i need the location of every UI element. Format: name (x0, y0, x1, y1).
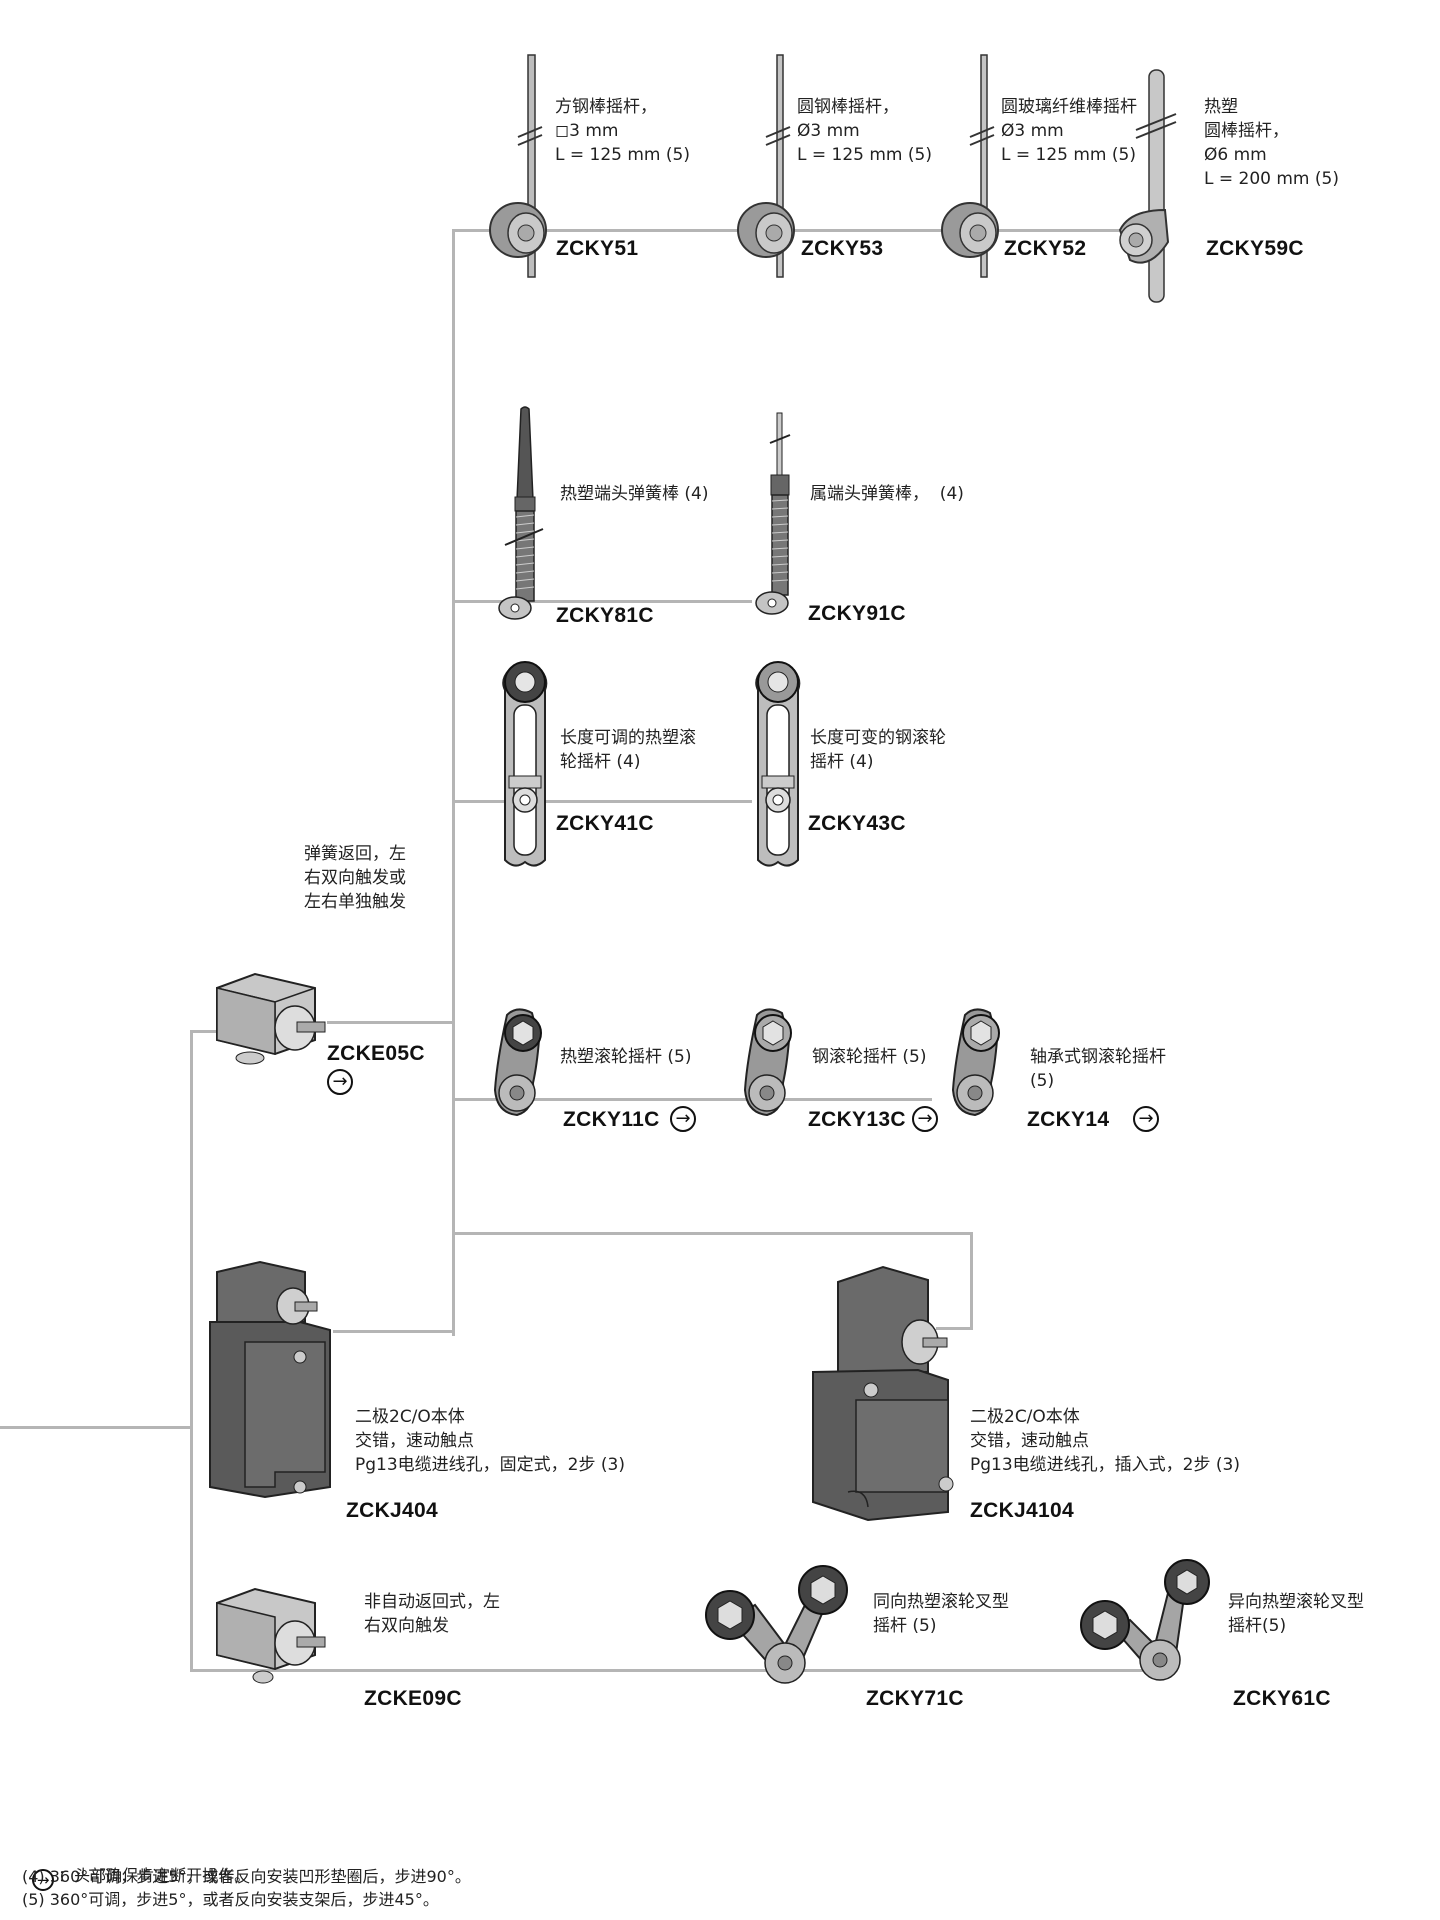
row1-connector-line (452, 229, 1167, 232)
left-trunk-line (190, 1030, 193, 1672)
zcky59c-description: 热塑 圆棒摇杆， Ø6 mm L = 200 mm (5) (1204, 97, 1339, 189)
zcky81c-description: 热塑端头弹簧棒 (4) (560, 484, 709, 504)
zcky11c-description: 热塑滚轮摇杆 (5) (560, 1047, 692, 1067)
zckj404-code: ZCKJ404 (346, 1499, 438, 1522)
adjustable-thermoplastic-roller-lever-image[interactable] (495, 660, 555, 885)
positive-opening-legend-icon: → (32, 1869, 55, 1891)
zcky59c-code: ZCKY59C (1206, 237, 1304, 260)
footnote-4: (4) 360°可调，步进5°，或者反向安装凹形垫圈后，步进90°。 (22, 1867, 471, 1886)
zcky53-code: ZCKY53 (801, 237, 884, 260)
opposite-direction-fork-lever-image[interactable] (1075, 1559, 1225, 1690)
zcky11c-code: ZCKY11C (563, 1108, 660, 1131)
zcky81c-code: ZCKY81C (556, 604, 654, 627)
zcky14-code: ZCKY14 (1027, 1108, 1110, 1131)
zckj404-description: 二极2C/O本体 交错，速动触点 Pg13电缆进线孔，固定式，2步 (3) (355, 1407, 625, 1475)
same-direction-fork-lever-image[interactable] (700, 1565, 860, 1695)
zcky14-positive-opening-icon: → (1133, 1106, 1159, 1132)
main-trunk-line (452, 229, 455, 1336)
zcky71c-description: 同向热塑滚轮叉型 摇杆 (5) (873, 1592, 1009, 1636)
right-body-connector-top (452, 1232, 973, 1235)
zcky11c-positive-opening-icon: → (670, 1106, 696, 1132)
zckj4104-description: 二极2C/O本体 交错，速动触点 Pg13电缆进线孔，插入式，2步 (3) (970, 1407, 1240, 1475)
zcky53-description: 圆钢棒摇杆， Ø3 mm L = 125 mm (5) (797, 97, 932, 165)
ball-bearing-steel-roller-lever-image[interactable] (945, 1005, 1015, 1125)
zcky61c-description: 异向热塑滚轮叉型 摇杆(5) (1228, 1592, 1364, 1636)
thermoplastic-rod-lever-image[interactable] (1100, 69, 1190, 310)
fixed-body-switch-image[interactable] (205, 1260, 335, 1502)
bottom-row-line (190, 1669, 1145, 1672)
zcky52-code: ZCKY52 (1004, 237, 1087, 260)
zcke09c-code: ZCKE09C (364, 1687, 462, 1710)
zcke09c-description: 非自动返回式，左 右双向触发 (364, 1592, 500, 1636)
thermoplastic-spring-rod-image[interactable] (495, 405, 555, 625)
zcky91c-code: ZCKY91C (808, 602, 906, 625)
zcky41c-description: 长度可调的热塑滚 轮摇杆 (4) (560, 728, 696, 772)
zcky51-description: 方钢棒摇杆， ◻3 mm L = 125 mm (5) (555, 97, 690, 165)
zcke05c-description: 弹簧返回，左 右双向触发或 左右单独触发 (304, 844, 406, 912)
head05-stub-line (190, 1030, 216, 1033)
right-body-connector-bottom (936, 1327, 973, 1330)
zckj4104-code: ZCKJ4104 (970, 1499, 1074, 1522)
row4-connector-line (452, 1098, 932, 1101)
zcky41c-code: ZCKY41C (556, 812, 654, 835)
metal-spring-rod-image[interactable] (750, 405, 810, 625)
zcky13c-code: ZCKY13C (808, 1108, 906, 1131)
zcky61c-code: ZCKY61C (1233, 1687, 1331, 1710)
head-connector-line (327, 1021, 455, 1024)
input-stub-line (0, 1426, 192, 1429)
zcky14-description: 轴承式钢滚轮摇杆 (5) (1030, 1047, 1166, 1091)
right-body-connector-side (970, 1232, 973, 1330)
positive-opening-icon: → (327, 1069, 353, 1095)
glass-fibre-rod-lever-image[interactable] (932, 54, 1012, 285)
footnote-symbol-text: ：头部确保肯定断开操作。 (58, 1866, 251, 1885)
round-steel-rod-lever-image[interactable] (728, 54, 808, 285)
square-steel-rod-lever-image[interactable] (480, 54, 560, 285)
stay-put-head-image[interactable] (215, 1585, 335, 1685)
adjustable-steel-roller-lever-image[interactable] (748, 660, 808, 885)
footnote-5: (5) 360°可调，步进5°，或者反向安装支架后，步进45°。 (22, 1890, 439, 1909)
row2-connector-line (452, 600, 752, 603)
footnote-symbol: →：头部确保肯定断开操作。 (22, 1843, 250, 1891)
spring-return-head-image[interactable] (215, 970, 335, 1070)
thermoplastic-roller-lever-image[interactable] (487, 1005, 557, 1125)
zcky43c-description: 长度可变的钢滚轮 摇杆 (4) (810, 728, 946, 772)
zcky51-code: ZCKY51 (556, 237, 639, 260)
zcky43c-code: ZCKY43C (808, 812, 906, 835)
steel-roller-lever-image[interactable] (737, 1005, 807, 1125)
row3-connector-line (452, 800, 752, 803)
zcky13c-positive-opening-icon: → (912, 1106, 938, 1132)
zcky71c-code: ZCKY71C (866, 1687, 964, 1710)
left-body-connector (333, 1330, 455, 1333)
plug-in-body-switch-image[interactable] (808, 1262, 954, 1522)
zcky52-description: 圆玻璃纤维棒摇杆 Ø3 mm L = 125 mm (5) (1001, 97, 1137, 165)
zcky13c-description: 钢滚轮摇杆 (5) (812, 1047, 927, 1067)
zcky91c-description: 属端头弹簧棒， (4) (810, 484, 964, 504)
zcke05c-code: ZCKE05C (327, 1042, 425, 1065)
